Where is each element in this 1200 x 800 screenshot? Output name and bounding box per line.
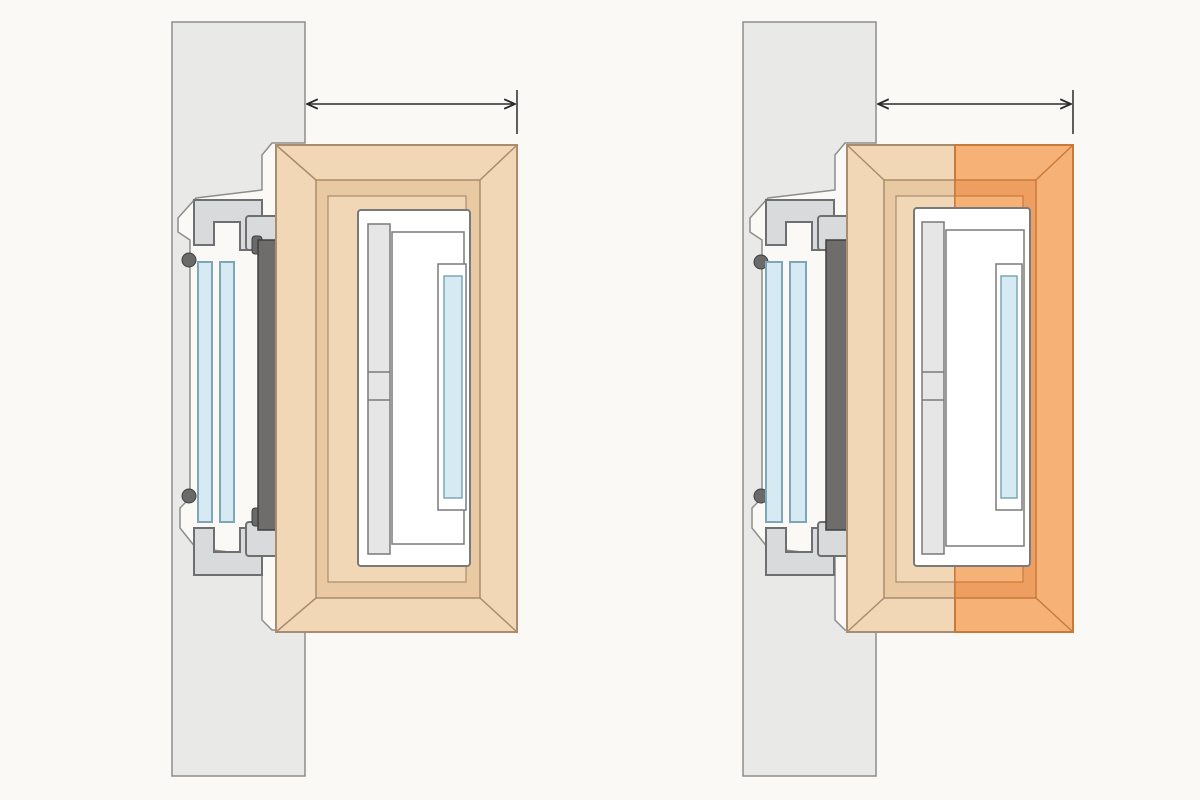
depth-dimension [307,90,518,134]
inner-insert-window [913,207,1031,567]
extended-window-section [742,21,1074,777]
double-glazing [197,261,235,523]
inner-insert-window [357,209,471,567]
depth-dimension [878,90,1074,134]
double-glazing [765,261,807,523]
existing-window-section [171,21,518,777]
